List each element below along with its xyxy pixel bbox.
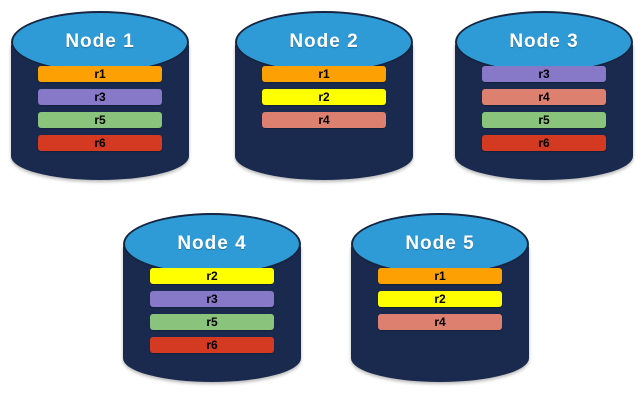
replica-list: r1 r3 r5 r6 <box>8 66 192 151</box>
replica-bar[interactable]: r5 <box>150 314 274 330</box>
replica-bar[interactable]: r4 <box>482 89 606 105</box>
replica-bar[interactable]: r4 <box>378 314 502 330</box>
replica-bar[interactable]: r3 <box>482 66 606 82</box>
replica-list: r3 r4 r5 r6 <box>452 66 636 151</box>
replica-bar[interactable]: r4 <box>262 112 386 128</box>
replica-bar[interactable]: r3 <box>38 89 162 105</box>
replica-bar[interactable]: r1 <box>262 66 386 82</box>
cylinder-top-ellipse-icon <box>235 11 413 73</box>
replica-bar[interactable]: r6 <box>150 337 274 353</box>
replica-bar[interactable]: r2 <box>262 89 386 105</box>
replica-bar[interactable]: r3 <box>150 291 274 307</box>
replica-bar[interactable]: r6 <box>482 135 606 151</box>
replica-list: r1 r2 r4 <box>232 66 416 128</box>
replica-bar[interactable]: r2 <box>150 268 274 284</box>
replica-bar[interactable]: r1 <box>378 268 502 284</box>
replica-bar[interactable]: r1 <box>38 66 162 82</box>
replica-list: r1 r2 r4 <box>348 268 532 330</box>
replica-bar[interactable]: r5 <box>38 112 162 128</box>
cylinder-top-ellipse-icon <box>123 213 301 275</box>
replica-list: r2 r3 r5 r6 <box>120 268 304 353</box>
cylinder-top-ellipse-icon <box>455 11 633 73</box>
replica-bar[interactable]: r2 <box>378 291 502 307</box>
replica-bar[interactable]: r5 <box>482 112 606 128</box>
cylinder-top-ellipse-icon <box>11 11 189 73</box>
cylinder-top-ellipse-icon <box>351 213 529 275</box>
replica-bar[interactable]: r6 <box>38 135 162 151</box>
